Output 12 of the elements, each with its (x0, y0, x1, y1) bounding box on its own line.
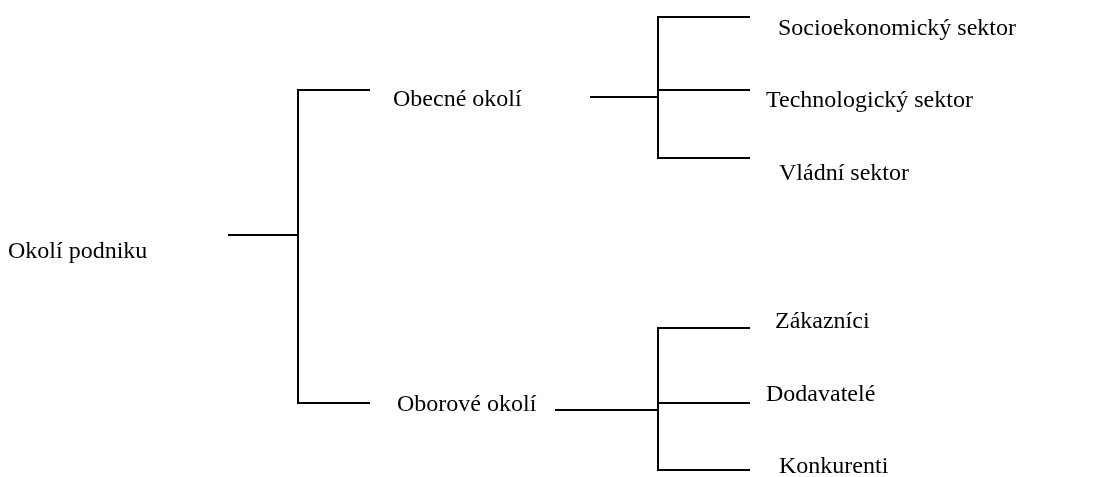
text-label: Okolí podniku (8, 233, 228, 267)
text-label: Konkurenti (750, 448, 889, 477)
text-label: Vládní sektor (750, 155, 909, 189)
connector-line (589, 96, 751, 159)
text-label: Oborové okolí (370, 386, 555, 420)
text-label: Dodavatelé (750, 376, 876, 410)
text-label: Obecné okolí (370, 81, 590, 115)
connector-line (554, 409, 751, 471)
text-label: Socioekonomický sektor (750, 10, 1016, 44)
text-label: Technologický sektor (750, 82, 973, 116)
text-label: Zákazníci (750, 303, 870, 337)
connector-line (227, 234, 371, 404)
